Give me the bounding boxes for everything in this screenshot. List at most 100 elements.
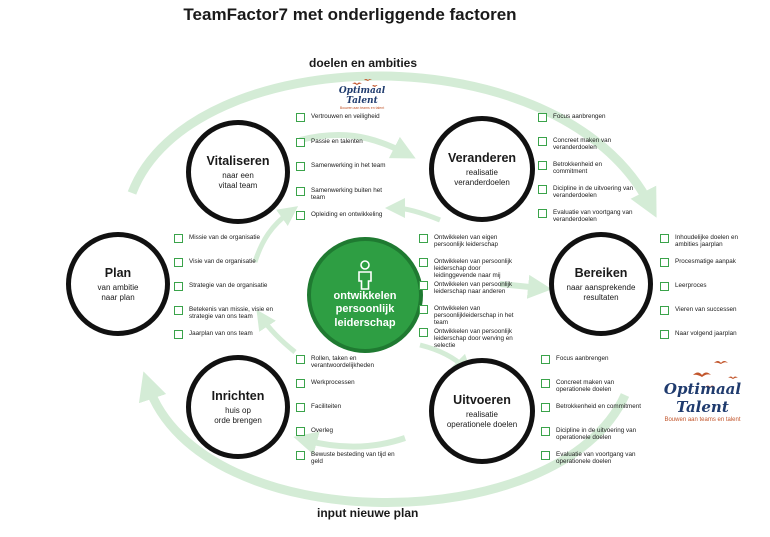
checkbox-icon[interactable] [174,234,183,243]
checklist-item-label: Focus aanbrengen [556,355,609,362]
checkbox-icon[interactable] [541,355,550,364]
checkbox-icon[interactable] [541,403,550,412]
node-veranderen: Veranderen realisatie veranderdoelen [429,116,535,222]
checkbox-icon[interactable] [419,257,428,267]
checklist-item: Dicipline in de uitvoering van veranderd… [538,185,638,199]
checkbox-icon[interactable] [660,234,669,243]
checklist-item-label: Samenwerking buiten het team [311,186,383,201]
checklist-item-label: Samenwerking in het team [311,162,386,169]
checkbox-icon[interactable] [660,306,669,315]
checklist-item: Visie van de organisatie [174,258,274,267]
checkbox-icon[interactable] [296,427,305,436]
checklist-item-label: Ontwikkelen van persoonlijk leiderschap … [434,328,513,350]
checkbox-icon[interactable] [174,306,183,315]
checkbox-icon[interactable] [541,451,550,460]
node-center-leiderschap: ontwikkelen persoonlijk leiderschap [307,237,423,353]
checklist-item-label: Werkprocessen [311,379,355,386]
checkbox-icon[interactable] [419,304,428,314]
checklist-item-label: Dicipline in de uitvoering van operation… [556,427,637,442]
node-subtitle: naar aansprekende resultaten [566,282,636,302]
checklist-item: Procesmatige aanpak [660,258,760,267]
checkbox-icon[interactable] [296,186,305,196]
checkbox-icon[interactable] [538,209,547,218]
checklist-item-label: Procesmatige aanpak [675,258,736,265]
checkbox-icon[interactable] [296,379,305,388]
checkbox-icon[interactable] [660,258,669,267]
checklist-item: Missie van de organisatie [174,234,274,243]
checklist-item: Ontwikkelen van persoonlijkleiderschap i… [419,304,523,327]
checklist-item-label: Leerproces [675,282,707,289]
checklist-item-label: Missie van de organisatie [189,234,261,241]
checklist-item: Leerproces [660,282,760,291]
checklist-item-label: Naar volgend jaarplan [675,330,737,337]
cycle-label-top: doelen en ambities [309,56,418,70]
outer-arrow-top [127,71,657,218]
checklist-item: Concreet maken van veranderdoelen [538,137,638,151]
checklist-item: Betrokkenheid en commitment [538,161,638,175]
checklist-item-label: Faciliteiten [311,403,342,410]
checklist-item: Evaluatie van voortgang van operationele… [541,451,643,465]
checklist-item-label: Focus aanbrengen [553,113,606,120]
checklist-item-label: Ontwikkelen van persoonlijk leiderschap … [434,257,513,279]
checkbox-icon[interactable] [660,330,669,339]
node-subtitle: huis op orde brengen [214,405,262,425]
checkbox-icon[interactable] [174,258,183,267]
checklist-item-label: Dicipline in de uitvoering van veranderd… [553,185,634,200]
checklist-item-label: Rollen, taken en verantwoordelijkheden [311,355,375,370]
checkbox-icon[interactable] [419,328,428,337]
checklist-item-label: Betrokkenheid en commitment [556,403,642,410]
diagram-title: TeamFactor7 met onderliggende factoren [183,5,517,24]
checkbox-icon[interactable] [538,137,547,146]
node-plan: Plan van ambitie naar plan [66,232,170,336]
checklist-item-label: Visie van de organisatie [189,258,256,265]
node-title: Plan [104,265,132,280]
checkbox-icon[interactable] [296,451,305,460]
checklist-item: Evaluatie van voortgang van veranderdoel… [538,209,638,223]
checklist-item: Bewuste besteding van tijd en geld [296,451,396,465]
checklist-item-label: Opleiding en ontwikkeling [311,211,383,218]
checkbox-icon[interactable] [538,185,547,194]
checkbox-icon[interactable] [538,113,547,122]
logo-small-name: Optimaal Talent [338,86,386,106]
outer-arrow-bottom [138,371,630,507]
checkbox-icon[interactable] [541,427,550,436]
checklist-item: Opleiding en ontwikkeling [296,211,396,220]
checkbox-icon[interactable] [541,379,550,388]
checkbox-icon[interactable] [296,211,305,220]
checklist-item: Ontwikkelen van persoonlijk leiderschap … [419,281,523,295]
checkbox-icon[interactable] [660,282,669,291]
logo-large-tagline: Bouwen aan teams en talent [664,417,741,423]
logo-large: Optimaal Talent Bouwen aan teams en tale… [645,362,760,423]
checklist-item-label: Betekenis van missie, visie en strategie… [189,306,273,321]
inner-arrow-plan-vit [252,206,299,263]
checklist-item: Focus aanbrengen [541,355,643,364]
checkbox-icon[interactable] [538,161,547,170]
checklist-item: Strategie van de organisatie [174,282,274,291]
logo-birds-big [693,361,738,388]
checkbox-icon[interactable] [174,282,183,291]
inner-arrow-ver-cen [385,198,441,223]
node-subtitle: van ambitie naar plan [97,282,139,302]
checklist-item: Samenwerking in het team [296,162,396,171]
checklist-item-label: Overleg [311,427,334,434]
node-title: Veranderen [447,150,517,165]
checkbox-icon[interactable] [296,355,305,364]
checklist-item-label: Evaluatie van voortgang van operationele… [556,451,636,466]
logo-large-name: Optimaal Talent [663,380,742,416]
checklist-item: Naar volgend jaarplan [660,330,760,339]
checkbox-icon[interactable] [419,281,428,290]
checklist-item-label: Ontwikkelen van eigen persoonlijk leider… [434,234,499,249]
checklist-item-label: Vertrouwen en veiligheid [311,113,380,120]
checkbox-icon[interactable] [296,403,305,412]
checklist-item-label: Jaarplan van ons team [189,330,253,337]
checklist-item: Rollen, taken en verantwoordelijkheden [296,355,396,369]
checklist-item: Overleg [296,427,396,436]
checkbox-icon[interactable] [296,137,305,147]
checkbox-icon[interactable] [296,162,305,171]
checkbox-icon[interactable] [296,113,305,122]
checkbox-icon[interactable] [419,234,428,243]
node-inrichten: Inrichten huis op orde brengen [186,355,290,459]
checkbox-icon[interactable] [174,330,183,339]
inner-arrow-vit-ver [299,131,416,159]
